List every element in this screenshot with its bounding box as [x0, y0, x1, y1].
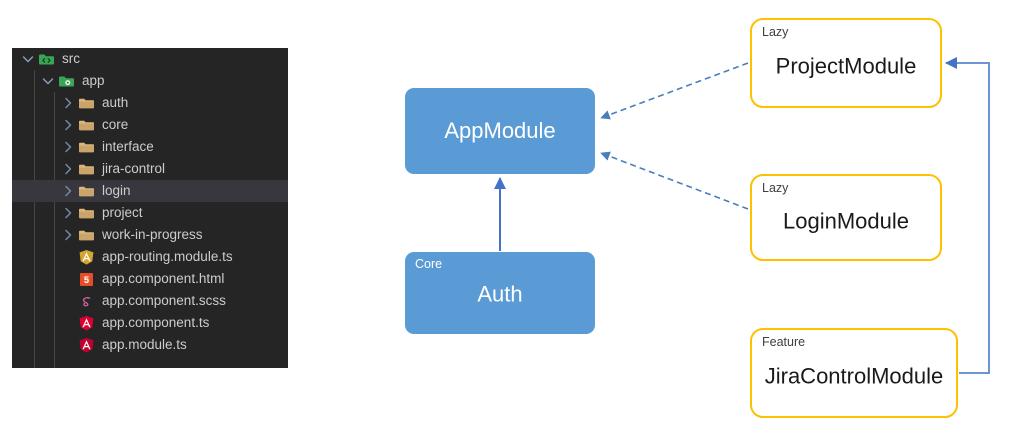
tree-item-label: login: [102, 183, 131, 198]
chevron-right-icon[interactable]: [60, 161, 76, 177]
module-node-tag: Core: [415, 257, 443, 271]
tree-item-label: work-in-progress: [102, 227, 203, 242]
svg-text:5: 5: [84, 275, 89, 285]
tree-item-app-component-html[interactable]: 5 app.component.html: [12, 268, 288, 290]
tree-item-label: app.module.ts: [102, 337, 187, 352]
tree-item-app[interactable]: app: [12, 70, 288, 92]
chevron-right-icon[interactable]: [60, 139, 76, 155]
tree-item-label: project: [102, 205, 143, 220]
tree-item-label: interface: [102, 139, 154, 154]
tree-item-app-component-ts[interactable]: app.component.ts: [12, 312, 288, 334]
sass-file-icon: [78, 293, 95, 310]
module-node-title: Auth: [477, 281, 523, 307]
tree-item-login[interactable]: login: [12, 180, 288, 202]
tree-item-label: app-routing.module.ts: [102, 249, 233, 264]
tree-indent-guide: [34, 70, 35, 368]
tree-item-project[interactable]: project: [12, 202, 288, 224]
module-node-tag: Lazy: [762, 181, 789, 195]
tree-item-label: app.component.scss: [102, 293, 226, 308]
source-folder-icon: [38, 51, 55, 68]
module-node-title: JiraControlModule: [764, 363, 944, 389]
chevron-right-icon[interactable]: [60, 227, 76, 243]
tree-item-label: core: [102, 117, 129, 132]
tree-item-auth[interactable]: auth: [12, 92, 288, 114]
folder-icon: [78, 95, 95, 112]
angular-routing-file-icon: [78, 249, 95, 266]
tree-item-interface[interactable]: interface: [12, 136, 288, 158]
connector-jira-to-project: [945, 57, 990, 374]
folder-icon: [78, 161, 95, 178]
module-node-tag: Lazy: [762, 25, 789, 39]
tree-item-work-in-progress[interactable]: work-in-progress: [12, 224, 288, 246]
tree-indent-guide: [54, 92, 55, 368]
tree-item-core[interactable]: core: [12, 114, 288, 136]
chevron-right-icon[interactable]: [60, 183, 76, 199]
chevron-down-icon[interactable]: [40, 73, 56, 89]
connector-project-to-app: [600, 62, 749, 120]
angular-module-file-icon: [78, 337, 95, 354]
module-node-title: LoginModule: [783, 208, 909, 234]
folder-icon: [78, 227, 95, 244]
tree-item-src[interactable]: src: [12, 48, 288, 70]
tree-item-app-component-scss[interactable]: app.component.scss: [12, 290, 288, 312]
folder-icon: [78, 183, 95, 200]
chevron-right-icon[interactable]: [60, 117, 76, 133]
module-node-title: AppModule: [444, 118, 556, 143]
angular-file-icon: [78, 315, 95, 332]
app-folder-icon: [58, 73, 75, 90]
tree-item-app-module-ts[interactable]: app.module.ts: [12, 334, 288, 356]
module-node-tag: Feature: [762, 335, 806, 349]
tree-item-label: app.component.html: [102, 271, 225, 286]
tree-item-label: app: [82, 73, 105, 88]
chevron-right-icon[interactable]: [60, 95, 76, 111]
html5-file-icon: 5: [78, 271, 95, 288]
chevron-right-icon[interactable]: [60, 205, 76, 221]
connector-login-to-app: [600, 151, 749, 210]
tree-item-label: auth: [102, 95, 129, 110]
chevron-down-icon[interactable]: [20, 51, 36, 67]
tree-item-label: app.component.ts: [102, 315, 210, 330]
tree-item-label: src: [62, 51, 80, 66]
folder-icon: [78, 117, 95, 134]
folder-icon: [78, 205, 95, 222]
tree-item-jira-control[interactable]: jira-control: [12, 158, 288, 180]
tree-item-app-routing-module-ts[interactable]: app-routing.module.ts: [12, 246, 288, 268]
folder-icon: [78, 139, 95, 156]
module-node-title: ProjectModule: [775, 53, 917, 79]
tree-item-label: jira-control: [102, 161, 166, 176]
module-node-app-module[interactable]: AppModule: [405, 88, 595, 174]
